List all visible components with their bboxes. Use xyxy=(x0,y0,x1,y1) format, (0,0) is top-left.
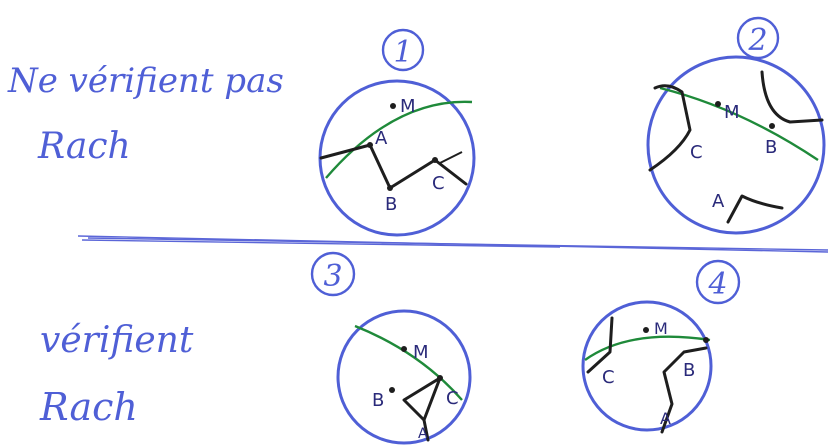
figure-4-point-end xyxy=(703,337,709,343)
figure-3-triangle xyxy=(402,376,442,422)
figure-3-number-ring xyxy=(310,251,356,297)
figure-3-geodesic xyxy=(354,324,463,401)
note-satisfy-line1: vérifient xyxy=(40,320,194,361)
figure-3-number: 3 xyxy=(323,259,342,294)
figure-4-label-m: M xyxy=(654,319,668,338)
figure-4: 4 M C B A xyxy=(581,259,741,434)
figure-1-point-b xyxy=(387,185,393,191)
figure-4-disk xyxy=(581,300,713,432)
figure-3-tail xyxy=(422,418,430,442)
figure-2-curve-left xyxy=(648,84,692,172)
figure-4-geodesic xyxy=(584,335,711,361)
note-not-satisfy-line2: Rach xyxy=(37,126,131,167)
figure-1-geodesic xyxy=(325,100,473,179)
figure-1-tick xyxy=(439,151,463,164)
figure-4-point-m xyxy=(643,327,649,333)
figure-2-label-c: C xyxy=(690,142,703,163)
figure-2-number-ring xyxy=(736,16,780,60)
figure-1-number: 1 xyxy=(393,35,412,70)
figure-4-curve-left xyxy=(586,316,614,374)
note-not-satisfy-line1: Ne vérifient pas xyxy=(7,61,284,101)
figure-4-label-c: C xyxy=(602,367,615,388)
figure-1-point-a xyxy=(367,142,373,148)
figure-2-point-b xyxy=(769,123,775,129)
figure-3: 3 M B C A xyxy=(310,251,472,445)
figure-3-point-b xyxy=(389,387,395,393)
figure-2-curve-bottom xyxy=(726,194,784,224)
figure-3-label-c: C xyxy=(446,388,459,409)
figure-4-number: 4 xyxy=(707,267,727,302)
figure-4-curve-right xyxy=(660,346,708,434)
figure-2-label-b: B xyxy=(765,137,777,158)
figure-4-number-ring xyxy=(695,259,741,305)
figure-3-label-b: B xyxy=(372,390,384,411)
figure-3-disk xyxy=(336,309,472,445)
figure-2-label-m: M xyxy=(724,102,740,123)
figure-1-point-c xyxy=(432,157,438,163)
figure-2-point-m xyxy=(715,101,721,107)
figure-2-disk xyxy=(646,55,826,235)
note-satisfy-line2: Rach xyxy=(39,385,138,429)
figure-1-point-m xyxy=(390,103,396,109)
figure-4-label-b: B xyxy=(683,360,695,381)
figure-1-number-ring xyxy=(381,28,425,72)
figure-2-geodesic xyxy=(659,86,819,161)
figure-1: 1 M A B C xyxy=(318,28,476,237)
figure-2-label-a: A xyxy=(712,191,725,212)
figure-1-label-b: B xyxy=(385,194,397,215)
figure-4-label-a: A xyxy=(660,409,671,428)
figure-3-point-c xyxy=(437,375,443,381)
figure-3-label-a: A xyxy=(418,426,428,442)
figure-2: 2 M C B A xyxy=(646,16,826,235)
figure-1-label-a: A xyxy=(375,128,388,149)
figure-3-point-m xyxy=(401,346,407,352)
figure-2-curve-right xyxy=(760,70,824,124)
figure-1-label-c: C xyxy=(432,173,445,194)
figure-2-number: 2 xyxy=(747,23,767,58)
section-divider xyxy=(77,235,829,253)
figure-1-label-m: M xyxy=(400,96,416,117)
figure-3-label-m: M xyxy=(413,342,429,363)
